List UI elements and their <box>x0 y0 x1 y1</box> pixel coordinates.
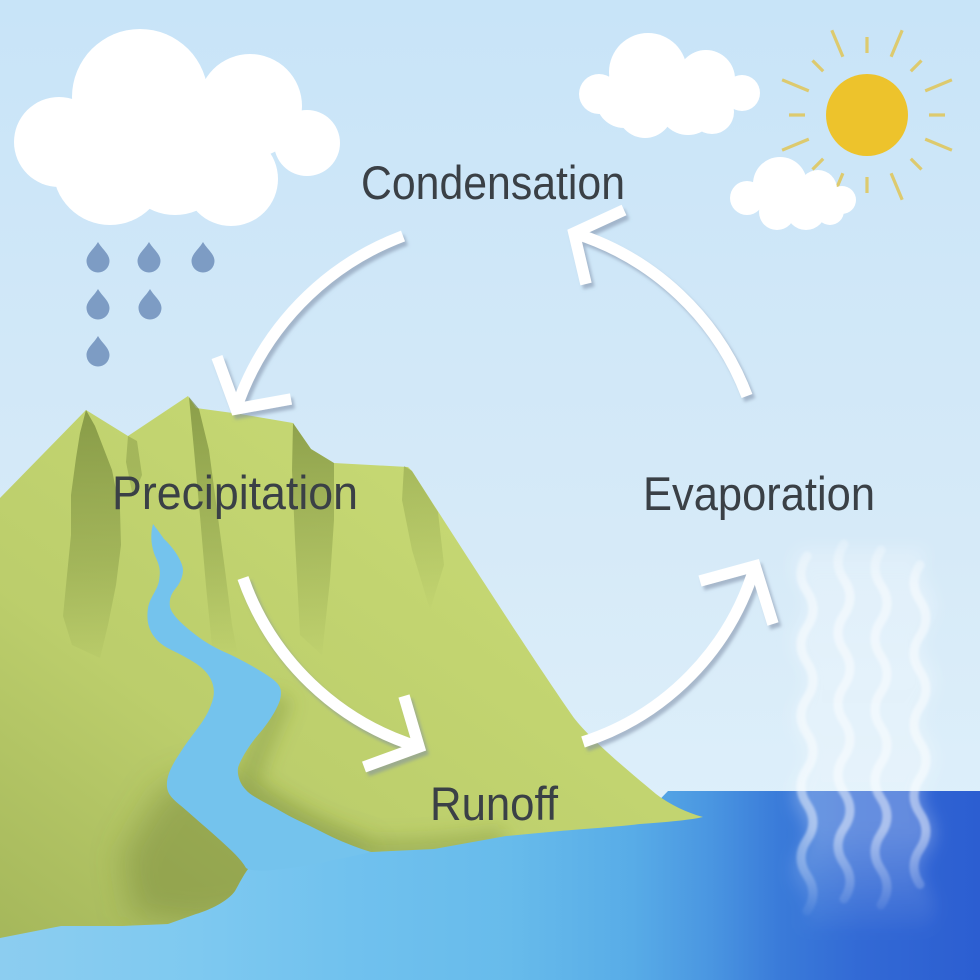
svg-text:Runoff: Runoff <box>430 777 559 830</box>
svg-text:Condensation: Condensation <box>361 156 625 209</box>
svg-text:Evaporation: Evaporation <box>643 467 875 520</box>
svg-text:Precipitation: Precipitation <box>112 466 358 519</box>
